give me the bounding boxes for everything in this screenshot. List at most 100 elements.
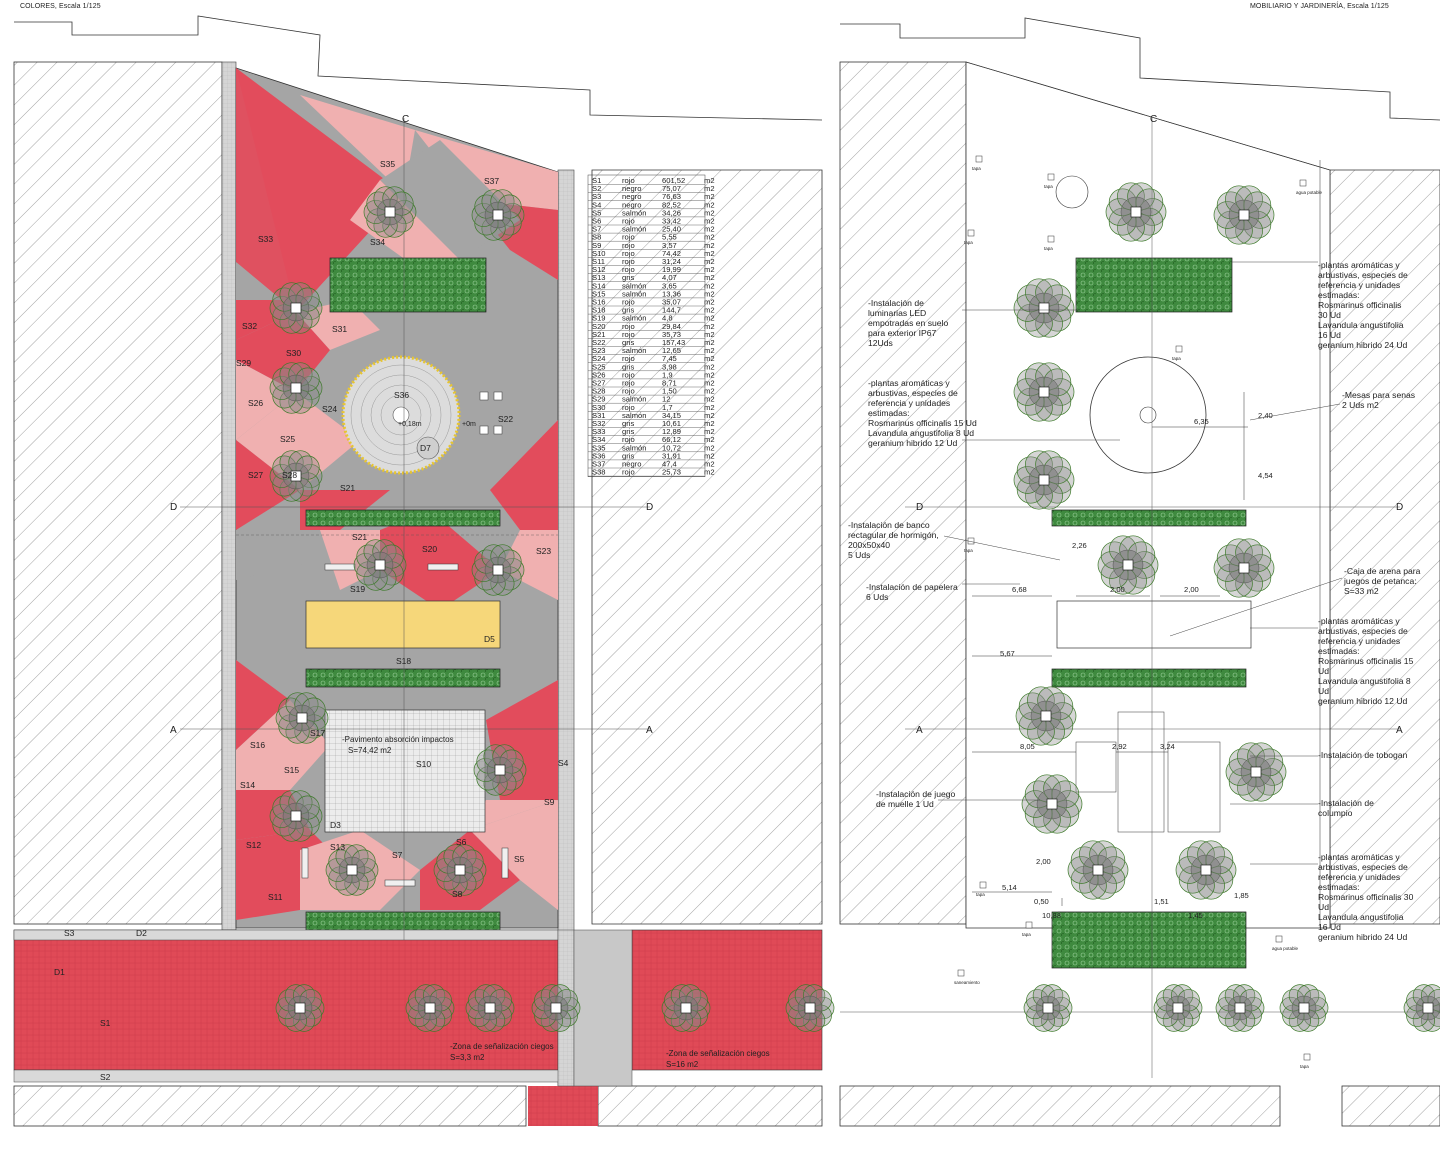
zone-label-s9: S9 bbox=[544, 797, 555, 807]
surface-table-cell: 1,9 bbox=[662, 370, 673, 379]
tree-icon bbox=[1213, 538, 1275, 598]
tree-icon bbox=[275, 692, 329, 744]
surface-table-cell: 144,7 bbox=[662, 306, 681, 315]
surface-table-cell: m2 bbox=[704, 370, 715, 379]
zone-label-s11: S11 bbox=[268, 892, 283, 902]
surface-table-cell: rojo bbox=[622, 241, 635, 250]
utility-marker bbox=[975, 155, 983, 163]
utility-marker bbox=[1275, 935, 1283, 943]
surface-table-cell: S14 bbox=[592, 281, 606, 290]
surface-table-cell: S32 bbox=[592, 419, 606, 428]
utility-marker bbox=[1047, 173, 1055, 181]
surface-table-cell: S11 bbox=[592, 257, 605, 266]
note-right-5: -Instalación de bbox=[1318, 798, 1374, 808]
surface-table-cell: m2 bbox=[704, 257, 715, 266]
label-impact-area: S=74,42 m2 bbox=[348, 746, 392, 755]
zone-label-s26: S26 bbox=[248, 398, 263, 408]
surface-table-cell: 19,99 bbox=[662, 265, 681, 274]
surface-table-cell: S3 bbox=[592, 192, 601, 201]
surface-table-cell: m2 bbox=[704, 395, 715, 404]
axis-label-a: A bbox=[916, 725, 923, 736]
surface-table-cell: S2 bbox=[592, 184, 601, 193]
note-right-0: 16 Ud bbox=[1318, 330, 1341, 340]
surface-table-cell: rojo bbox=[622, 435, 635, 444]
note-left-1: geranium hibrido 12 Ud bbox=[868, 438, 958, 448]
tree-icon bbox=[465, 984, 515, 1032]
note-right-3: referencia y unidades bbox=[1318, 636, 1400, 646]
tree-icon bbox=[269, 362, 323, 414]
zone-label-s14: S14 bbox=[240, 780, 255, 790]
surface-table-cell: 13,36 bbox=[662, 289, 681, 298]
tree-icon bbox=[471, 189, 525, 241]
surface-table-cell: m2 bbox=[704, 217, 715, 226]
dimension-label: 3,24 bbox=[1160, 742, 1175, 751]
note-left-0: empotradas en suelo bbox=[868, 318, 948, 328]
utility-label: tapa bbox=[1044, 184, 1053, 189]
tree-icon bbox=[1175, 840, 1237, 900]
leader-line bbox=[1169, 577, 1343, 637]
note-right-6: referencia y unidades bbox=[1318, 872, 1400, 882]
utility-label: saneamiento bbox=[954, 980, 980, 985]
surface-table-cell: S31 bbox=[592, 411, 606, 420]
utility-marker bbox=[1175, 345, 1183, 353]
surface-table-cell: S36 bbox=[592, 451, 606, 460]
surface-table-cell: m2 bbox=[704, 354, 715, 363]
surface-table-cell: 33,42 bbox=[662, 217, 681, 226]
surface-table-cell: S24 bbox=[592, 354, 606, 363]
surface-table-cell: 12,89 bbox=[662, 427, 681, 436]
surface-table-cell: S16 bbox=[592, 298, 606, 307]
surface-table-cell: m2 bbox=[704, 346, 715, 355]
note-left-1: -plantas aromáticas y bbox=[868, 378, 950, 388]
impact-paving bbox=[324, 709, 486, 833]
surface-table-cell: S23 bbox=[592, 346, 606, 355]
surface-table-cell: 82,52 bbox=[662, 200, 681, 209]
surface-table-cell: rojo bbox=[622, 265, 635, 274]
note-right-6: Lavandula angustifolia bbox=[1318, 912, 1404, 922]
dimension-label: 2,00 bbox=[1184, 585, 1199, 594]
surface-table-cell: m2 bbox=[704, 419, 715, 428]
surface-table-cell: S18 bbox=[592, 306, 606, 315]
tree-icon bbox=[785, 984, 835, 1032]
note-right-6: geranium hibrido 24 Ud bbox=[1318, 932, 1408, 942]
note-right-6: estimadas: bbox=[1318, 882, 1360, 892]
dimension-label: 2,40 bbox=[1258, 411, 1273, 420]
note-right-6: arbustivas, especies de bbox=[1318, 862, 1408, 872]
surface-table-cell: S28 bbox=[592, 387, 606, 396]
utility-label: tapa bbox=[964, 548, 973, 553]
dimension-label: 1,45 bbox=[1188, 911, 1203, 920]
axis-label-a: A bbox=[1396, 725, 1403, 736]
note-right-0: 30 Ud bbox=[1318, 310, 1341, 320]
note-right-6: Ud bbox=[1318, 902, 1329, 912]
surface-table-cell: 47,4 bbox=[662, 460, 677, 469]
surface-table-cell: m2 bbox=[704, 249, 715, 258]
note-right-6: 16 Ud bbox=[1318, 922, 1341, 932]
surface-table-cell: 66,12 bbox=[662, 435, 681, 444]
tree-icon bbox=[1097, 535, 1159, 595]
surface-table-cell: S15 bbox=[592, 289, 606, 298]
note-right-0: -plantas aromáticas y bbox=[1318, 260, 1400, 270]
axis-label-c: C bbox=[1150, 114, 1157, 125]
surface-table-cell: rojo bbox=[622, 257, 635, 266]
surface-table-cell: gris bbox=[622, 419, 634, 428]
surface-table-cell: 3,98 bbox=[662, 362, 677, 371]
surface-table-cell: m2 bbox=[704, 435, 715, 444]
note-left-1: arbustivas, especies de bbox=[868, 388, 958, 398]
dimension-label: 2,00 bbox=[1036, 857, 1051, 866]
note-left-4: de muelle 1 Ud bbox=[876, 799, 934, 809]
note-right-2: S=33 m2 bbox=[1344, 586, 1379, 596]
zone-label-s6: S6 bbox=[456, 837, 467, 847]
surface-table-cell: salmón bbox=[622, 208, 646, 217]
note-right-3: Ud bbox=[1318, 666, 1329, 676]
zone-label-s15: S15 bbox=[284, 765, 299, 775]
surface-table-cell: 35,07 bbox=[662, 298, 681, 307]
surface-table-cell: S37 bbox=[592, 460, 606, 469]
surface-table-cell: S6 bbox=[592, 217, 601, 226]
surface-table-cell: 4,8 bbox=[662, 314, 673, 323]
tree-icon bbox=[325, 844, 379, 896]
zone-label-s17: S17 bbox=[310, 728, 325, 738]
axis-label-c: C bbox=[402, 114, 409, 125]
surface-table-cell: m2 bbox=[704, 379, 715, 388]
